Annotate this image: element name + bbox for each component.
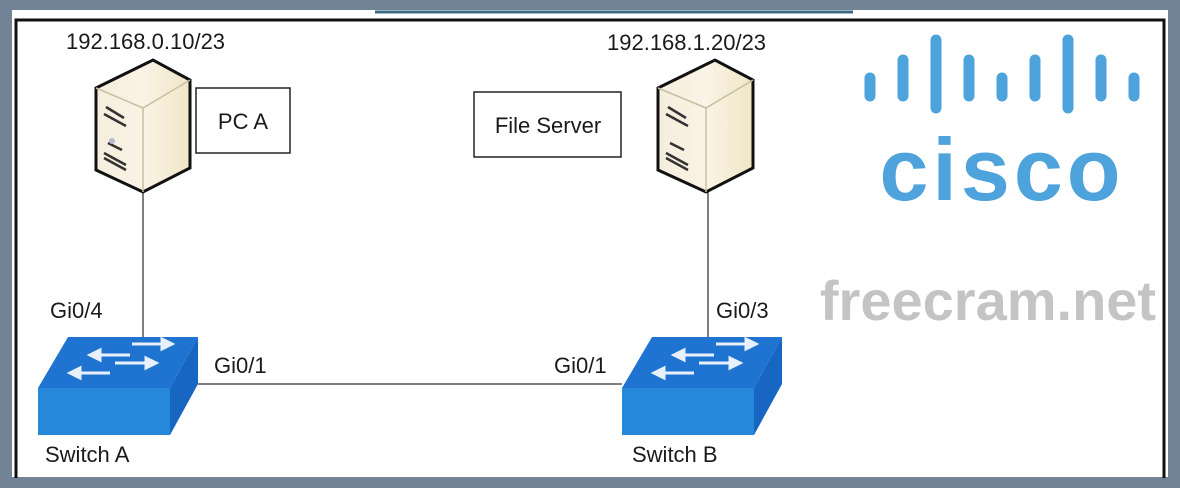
switch-b-label: Switch B [632, 442, 718, 467]
watermark-logo-text: cisco [879, 120, 1124, 219]
pc-a-label-box [195, 87, 291, 154]
diagram-border [14, 18, 1166, 478]
file-server-label-box [473, 91, 622, 158]
file-server-label: File Server [495, 113, 601, 138]
cisco-logo-watermark: cisco [864, 34, 1140, 219]
pc-a-port: Gi0/4 [50, 298, 103, 323]
switch-a-icon[interactable] [38, 336, 198, 435]
pc-a-label: PC A [218, 109, 268, 134]
file-server-ip: 192.168.1.20/23 [607, 30, 766, 55]
file-server-icon[interactable] [656, 58, 755, 194]
freecram-watermark: freecram.net [820, 269, 1156, 332]
switch-b-uplink-port: Gi0/1 [554, 353, 607, 378]
file-server-port: Gi0/3 [716, 298, 769, 323]
switch-a-uplink-port: Gi0/1 [214, 353, 267, 378]
switch-b-icon[interactable] [622, 336, 782, 435]
pc-a-ip: 192.168.0.10/23 [66, 29, 225, 54]
switch-a-label: Switch A [45, 442, 130, 467]
pc-a-icon[interactable] [94, 58, 192, 194]
watermark-site-text: freecram.net [820, 269, 1156, 332]
